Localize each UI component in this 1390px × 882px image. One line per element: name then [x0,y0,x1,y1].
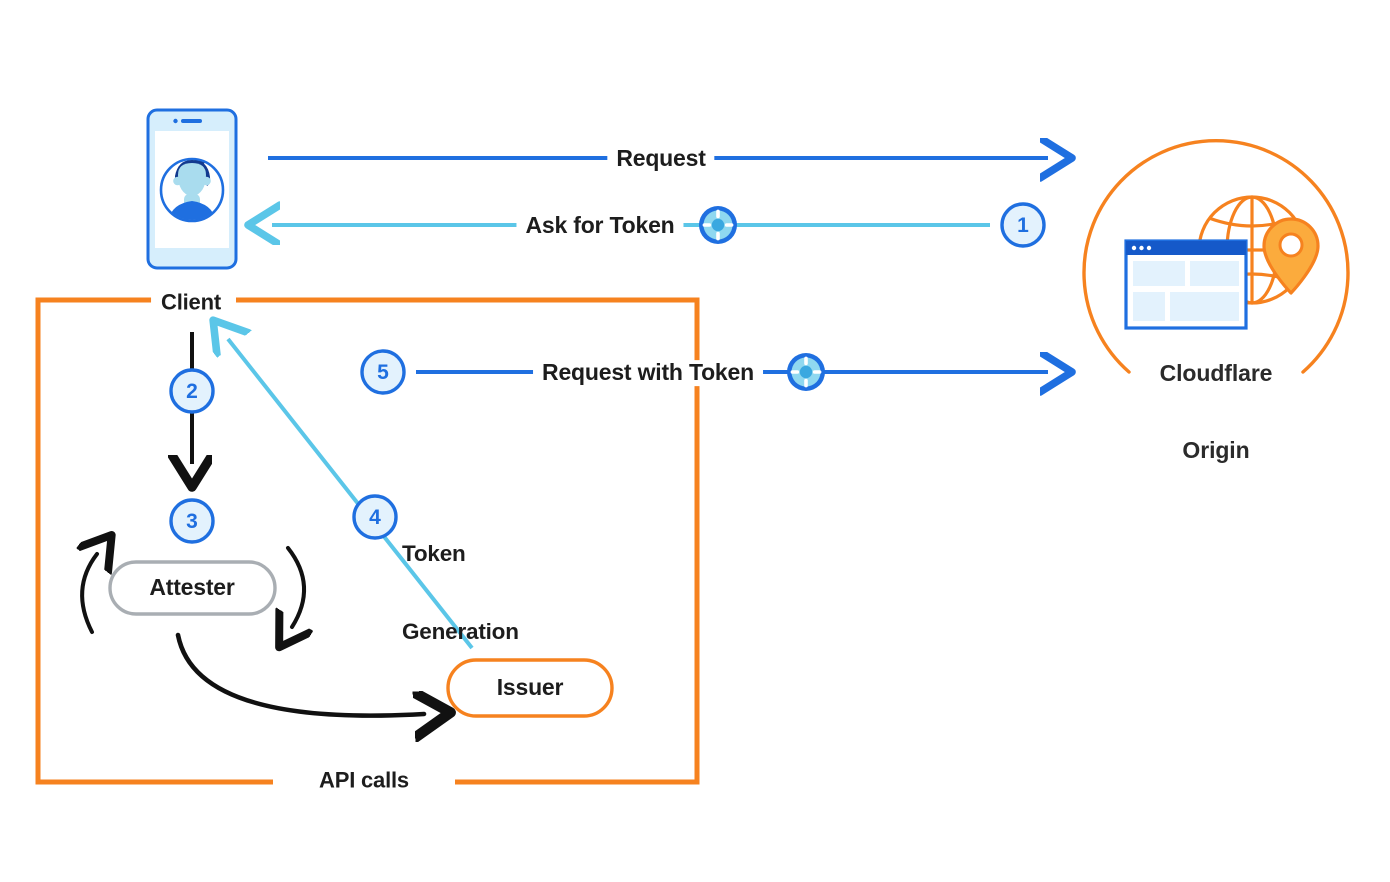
client-label: Client [151,290,231,316]
badge-ring-3 [169,498,215,544]
cloudflare-origin-line1: Cloudflare [1159,359,1273,386]
api-calls-frame [35,297,700,785]
cloudflare-origin-line2: Origin [1182,436,1250,463]
token-generation-label: Token Generation [402,489,519,698]
badge-2-number: 2 [186,380,198,403]
browser-window-icon [1124,239,1248,330]
badge-5-number: 5 [377,361,389,384]
badge-ring-1 [1000,202,1046,248]
attester-label: Attester [149,574,235,601]
cloudflare-origin-icon [1082,139,1350,374]
issuer-label: Issuer [496,674,564,701]
token-icon [787,353,825,391]
request-label: Request [607,145,715,172]
token-generation-line1: Token [402,541,466,567]
attester-to-issuer-arrow [175,632,424,716]
badge-ring-4 [352,494,398,540]
token-icon [699,206,737,244]
attester-left-curve-arrow [82,554,97,634]
badge-ring-5 [360,349,406,395]
api-calls-label: API calls [309,768,419,794]
cloudflare-origin-label: Cloudflare Origin [1160,309,1273,515]
token-generation-arrow [228,339,474,650]
avatar-icon [159,157,225,223]
badge-3-number: 3 [186,510,198,533]
ask-for-token-label: Ask for Token [516,212,684,239]
issuer-node-shape [446,658,614,718]
badge-4-number: 4 [369,506,381,529]
request-with-token-label: Request with Token [533,359,763,386]
map-pin-icon [1262,217,1320,295]
mobile-phone-user-icon [146,108,238,270]
badge-ring-2 [169,368,215,414]
token-generation-line2: Generation [402,619,519,645]
attester-node-shape [108,560,277,616]
badge-1-number: 1 [1017,214,1029,237]
attester-right-curve-arrow [288,546,304,627]
